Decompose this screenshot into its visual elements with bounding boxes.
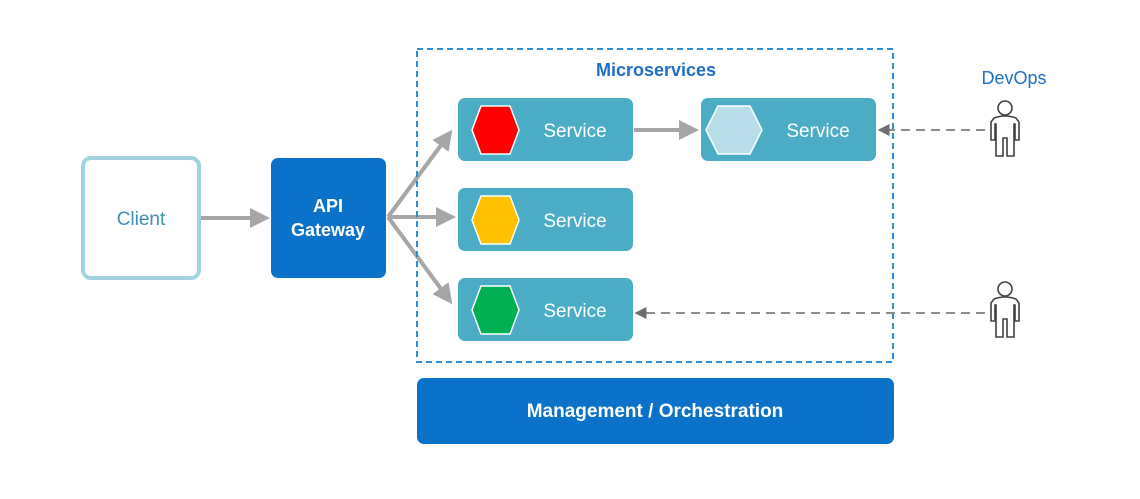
management-bar [417, 378, 894, 444]
devops-label: DevOps [981, 68, 1046, 88]
client-label: Client [117, 209, 166, 230]
management-orchestration-node: Management / Orchestration [417, 378, 894, 444]
client-box [81, 156, 201, 280]
api-gateway-label-line2: Gateway [291, 220, 365, 240]
gateway-to-service-top-arrow [386, 129, 453, 219]
service-label: Service [543, 211, 606, 232]
management-label: Management / Orchestration [527, 401, 784, 422]
person-icon [990, 281, 1020, 338]
red-hexagon-icon [471, 105, 520, 155]
yellow-hexagon-icon [471, 195, 520, 245]
microservices-title: Microservices [596, 60, 716, 80]
service-node-yellow: Service [458, 188, 633, 251]
service-node-green: Service [458, 278, 633, 341]
api-gateway-box [271, 158, 386, 278]
service-label: Service [543, 121, 606, 142]
api-gateway-node: API Gateway [271, 158, 386, 278]
service-node-lightblue: Service [701, 98, 876, 161]
lightblue-hexagon-icon [705, 105, 763, 155]
gateway-to-service-bottom-arrow [386, 215, 453, 305]
service-label: Service [786, 121, 849, 142]
green-hexagon-icon [471, 285, 520, 335]
devops-person-icon [990, 100, 1020, 157]
api-gateway-label-line1: API [313, 196, 343, 216]
client-node: Client [81, 156, 201, 280]
service-node-red: Service [458, 98, 633, 161]
microservices-boundary [416, 48, 894, 363]
service-label: Service [543, 301, 606, 322]
